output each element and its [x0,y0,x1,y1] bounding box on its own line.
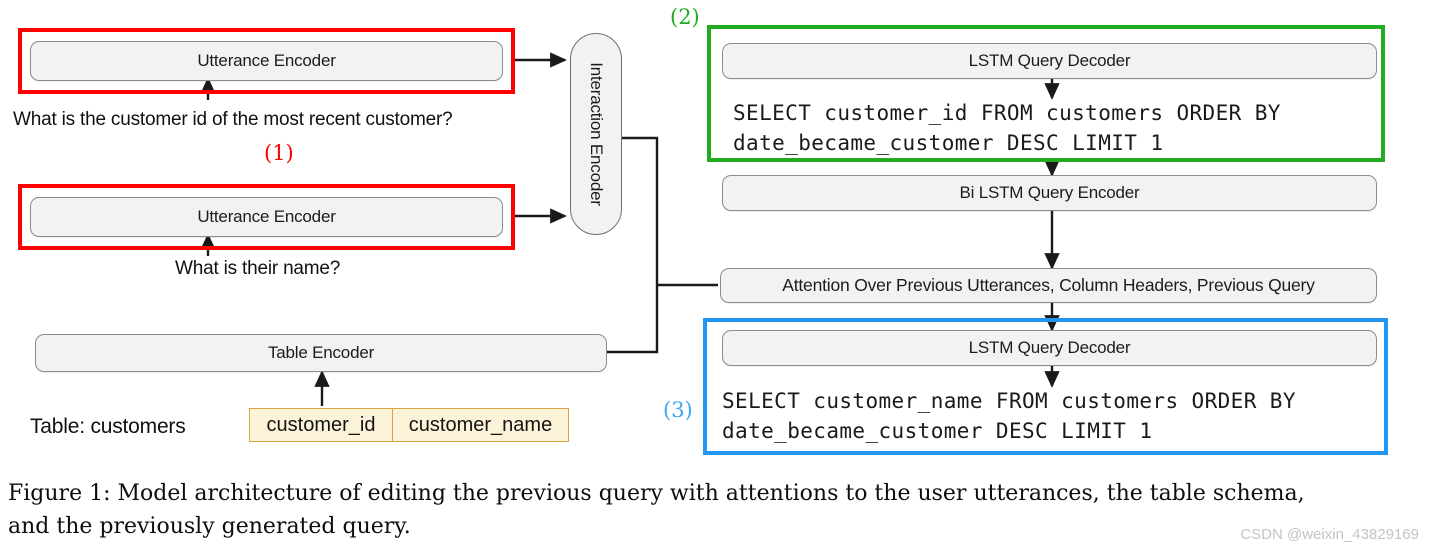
previous-query-sql: SELECT customer_id FROM customers ORDER … [733,98,1281,158]
bi-lstm-query-encoder[interactable]: Bi LSTM Query Encoder [722,175,1377,211]
lstm-query-decoder-edited[interactable]: LSTM Query Decoder [722,330,1377,366]
edited-query-sql-line-2: date_became_customer DESC LIMIT 1 [722,419,1153,443]
previous-query-sql-line-2: date_became_customer DESC LIMIT 1 [733,131,1164,155]
edited-query-sql: SELECT customer_name FROM customers ORDE… [722,386,1296,446]
interaction-encoder[interactable]: Interaction Encoder [570,33,622,235]
interaction-encoder-label: Interaction Encoder [587,62,606,206]
schema-column-customer-name[interactable]: customer_name [392,409,568,441]
table-encoder[interactable]: Table Encoder [35,334,607,372]
utterance-encoder-1[interactable]: Utterance Encoder [30,41,503,81]
highlight-box-previous-query [707,25,1385,162]
step-marker-3: (3) [663,398,693,422]
highlight-box-utterance-2 [18,184,515,250]
watermark: CSDN @weixin_43829169 [1240,526,1419,543]
lstm-query-decoder-previous[interactable]: LSTM Query Decoder [722,43,1377,79]
utterance-1-text: What is the customer id of the most rece… [13,109,453,130]
utterance-encoder-2[interactable]: Utterance Encoder [30,197,503,237]
utterance-2-text: What is their name? [175,258,341,279]
table-caption: Table: customers [30,415,186,438]
edited-query-sql-line-1: SELECT customer_name FROM customers ORDE… [722,389,1296,413]
previous-query-sql-line-1: SELECT customer_id FROM customers ORDER … [733,101,1281,125]
schema-table: customer_id customer_name [249,408,569,442]
step-marker-2: (2) [670,5,700,29]
highlight-box-edited-query [703,318,1388,455]
highlight-box-utterance-1 [18,28,515,94]
attention-module[interactable]: Attention Over Previous Utterances, Colu… [720,268,1377,303]
step-marker-1: (1) [264,141,294,165]
figure-caption: Figure 1: Model architecture of editing … [8,481,1305,539]
schema-column-customer-id[interactable]: customer_id [266,413,376,436]
